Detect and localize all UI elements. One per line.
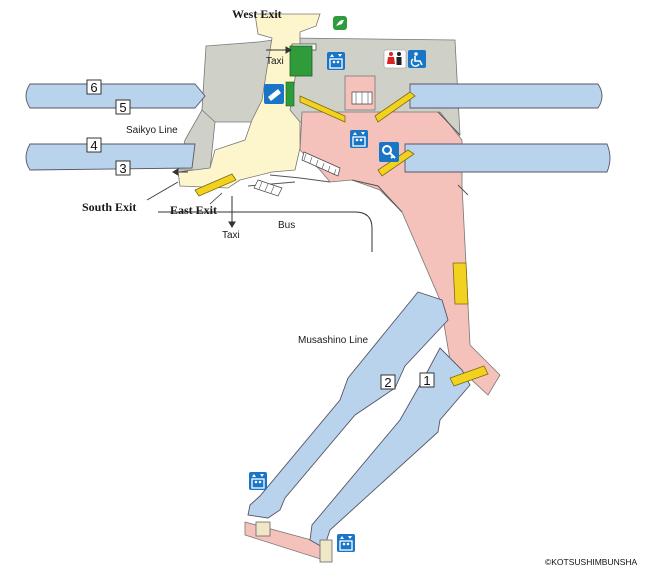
leader-lines <box>146 181 223 205</box>
coin-locker-icon <box>379 142 399 162</box>
east-exit-label: East Exit <box>170 203 217 217</box>
west-exit-label: West Exit <box>232 7 282 21</box>
ticket-gate-green <box>285 81 295 107</box>
platform-4-3 <box>25 143 611 173</box>
svg-text:3: 3 <box>119 161 126 176</box>
platform-number-1: 1 <box>419 372 435 388</box>
bus-road <box>158 211 373 252</box>
platform-2 <box>247 291 449 519</box>
taxi-arrow-bottom <box>228 196 236 228</box>
south-exit-label: South Exit <box>82 200 136 214</box>
saikyo-line-label: Saikyo Line <box>126 125 178 136</box>
platform-1 <box>309 347 471 549</box>
copyright-label: ©KOTSUSHIMBUNSHA <box>545 557 638 567</box>
platform-number-5: 5 <box>115 99 131 115</box>
platform-number-2: 2 <box>380 374 396 390</box>
green-window-icon <box>333 16 347 30</box>
escalators <box>194 91 489 387</box>
bus-label: Bus <box>278 220 295 231</box>
accessible-toilet-icon <box>408 50 426 68</box>
elevator-shaft-2 <box>255 521 271 537</box>
taxi-label-top: Taxi <box>266 56 284 67</box>
elevator-icon <box>249 472 267 490</box>
green-window <box>289 45 313 77</box>
ticket-machine-icon <box>264 84 284 104</box>
platform-number-6: 6 <box>86 79 102 95</box>
platform-6-5 <box>25 83 603 109</box>
svg-text:6: 6 <box>90 80 97 95</box>
elevator-icon <box>327 52 345 70</box>
south-exit-arrow <box>172 168 188 176</box>
stair-hatching <box>258 92 369 194</box>
taxi-label-bottom: Taxi <box>222 230 240 241</box>
platform-number-3: 3 <box>115 160 131 176</box>
svg-text:5: 5 <box>119 100 126 115</box>
toilet-icon <box>383 49 407 69</box>
elevator-icon <box>350 130 368 148</box>
elevator-shaft-1 <box>319 539 333 563</box>
svg-text:1: 1 <box>423 373 430 388</box>
platform-number-4: 4 <box>86 137 102 153</box>
taxi-arrow-top <box>266 46 292 54</box>
svg-text:4: 4 <box>90 138 97 153</box>
elevator-icon <box>337 534 355 552</box>
svg-text:2: 2 <box>384 375 391 390</box>
musashino-line-label: Musashino Line <box>298 335 368 346</box>
